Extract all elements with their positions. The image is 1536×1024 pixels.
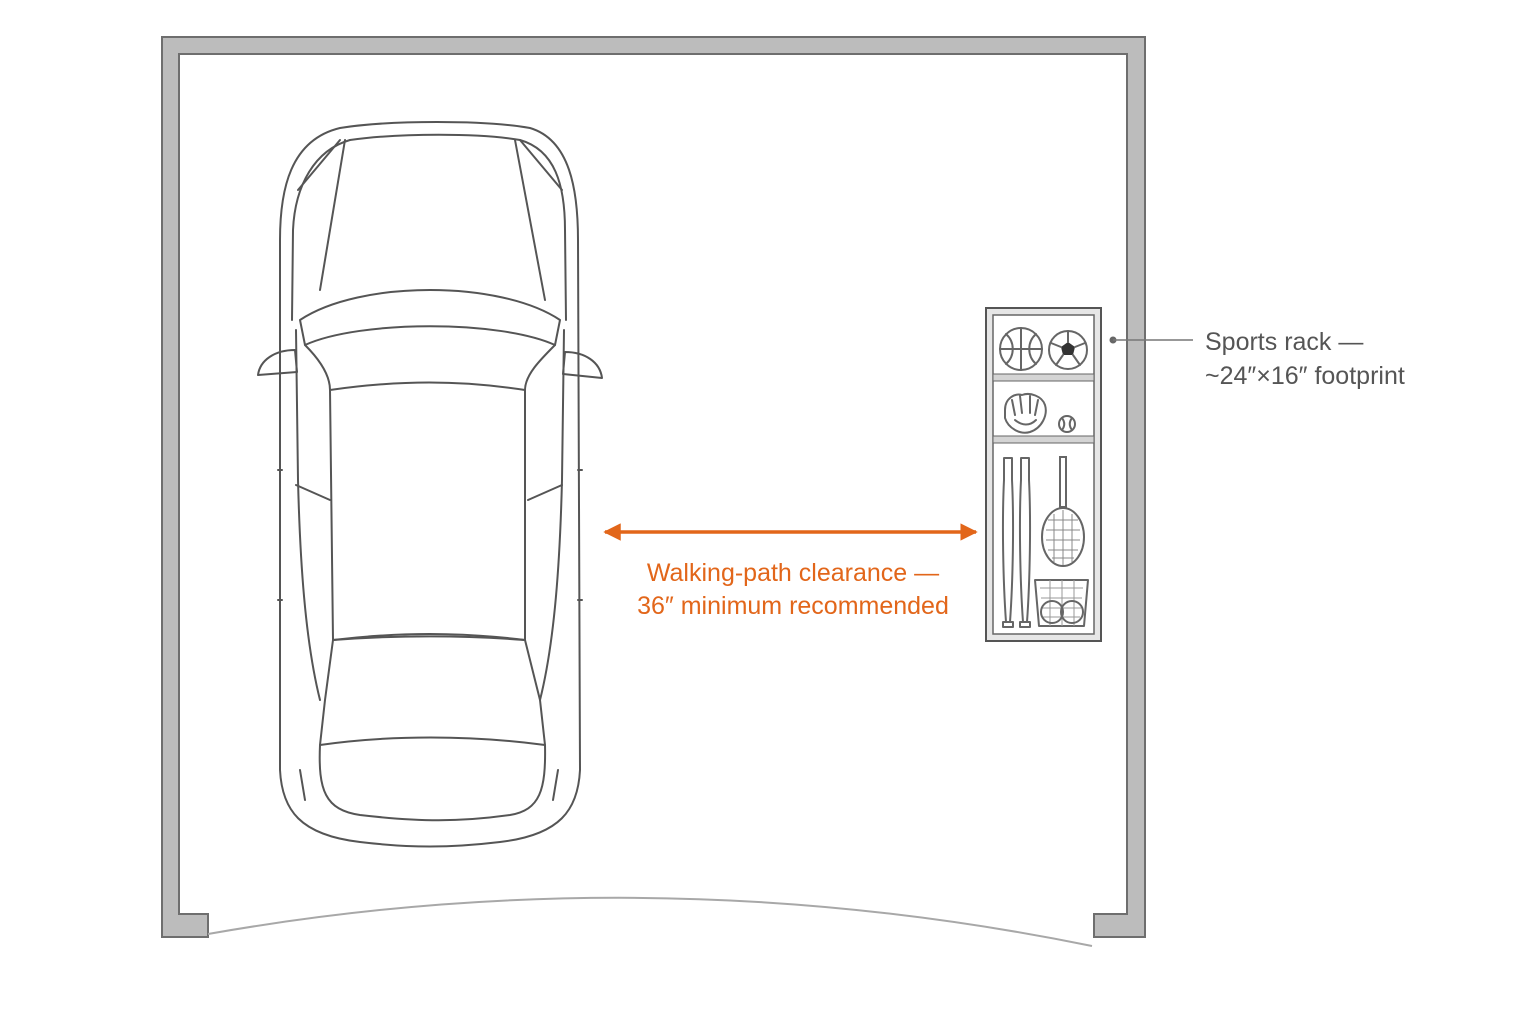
baseball-bat-icon xyxy=(1001,457,1032,628)
car-top-view-icon xyxy=(257,121,603,848)
clearance-label-line2: 36″ minimum recommended xyxy=(637,592,949,620)
rack-leader-line xyxy=(1109,336,1193,344)
clearance-label: Walking-path clearance — 36″ minimum rec… xyxy=(598,557,988,623)
sports-rack-label-line2: ~24″×16″ footprint xyxy=(1205,362,1405,390)
ball-basket-icon xyxy=(1034,579,1089,627)
garage-walls xyxy=(161,36,1146,938)
clearance-label-line1: Walking-path clearance — xyxy=(646,559,940,587)
basketball-icon xyxy=(999,327,1043,371)
soccer-ball-icon xyxy=(1048,330,1088,370)
tennis-racket-icon xyxy=(1041,456,1085,567)
baseball-glove-icon xyxy=(1004,393,1047,434)
sports-rack-icon xyxy=(985,307,1102,642)
sports-rack-label-line1: Sports rack — xyxy=(1205,328,1364,356)
garage-door-arc xyxy=(207,896,1093,947)
baseball-icon xyxy=(1058,415,1076,433)
sports-rack-label: Sports rack — ~24″×16″ footprint xyxy=(1205,325,1405,393)
